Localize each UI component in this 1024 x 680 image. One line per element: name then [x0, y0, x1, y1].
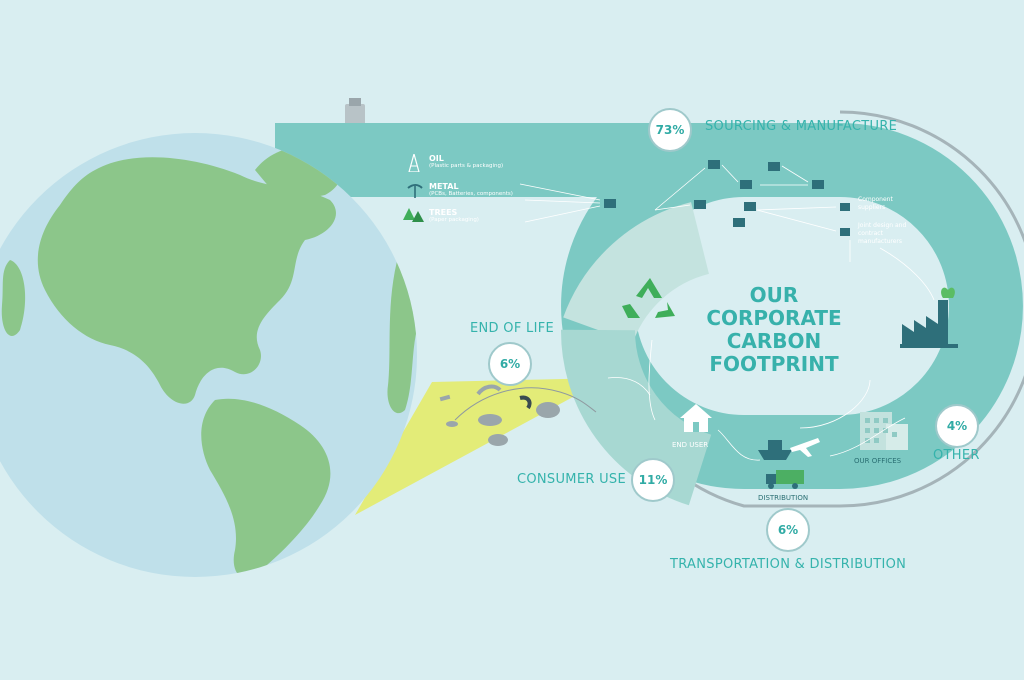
transportation-label: TRANSPORTATION & DISTRIBUTION: [670, 557, 907, 572]
title-line-2: CORPORATE: [706, 306, 842, 330]
end-user-label: END USER: [672, 441, 709, 449]
end-of-life-percent-badge: 6%: [488, 342, 532, 386]
component-suppliers-label: Component suppliers: [858, 196, 893, 211]
source-oil-title: OIL: [429, 154, 444, 163]
supply-factory-icons: [604, 160, 850, 236]
loop-arrows: [607, 339, 906, 461]
our-offices-label: OUR OFFICES: [854, 457, 902, 465]
oil-derrick-icon: [408, 154, 420, 172]
supply-arrows: [519, 164, 935, 301]
distribution-label: DISTRIBUTION: [758, 494, 809, 502]
source-oil-detail: (Plastic parts & packaging): [429, 163, 504, 169]
source-metal-title: METAL: [429, 182, 459, 191]
joint-design-label: Joint design and contract manufacturers: [858, 222, 907, 245]
other-label: OTHER: [933, 448, 980, 463]
source-metal-detail: (PCBs, Batteries, components): [429, 191, 513, 197]
transportation-percent-badge: 6%: [766, 508, 810, 552]
consumer-use-percent-badge: 11%: [631, 458, 675, 502]
factory-icon: [900, 287, 958, 348]
diagram-title: OUR CORPORATE CARBON FOOTPRINT: [706, 284, 842, 376]
footprint-band: [275, 123, 1023, 489]
other-percent-badge: 4%: [935, 404, 979, 448]
source-trees-title: TREES: [429, 208, 458, 217]
sourcing-label: SOURCING & MANUFACTURE: [705, 119, 898, 134]
trees-icon: [403, 208, 424, 222]
house-icon: [680, 404, 712, 432]
truck-icon: [766, 470, 804, 489]
title-line-3: CARBON: [726, 329, 822, 353]
plane-icon: [790, 438, 820, 457]
sourcing-percent-badge: 73%: [648, 108, 692, 152]
consumer-use-label: CONSUMER USE: [517, 472, 626, 487]
consumer-use-segment: [560, 329, 713, 506]
end-of-life-label: END OF LIFE: [470, 321, 554, 336]
end-of-life-segment: [563, 202, 710, 344]
pickaxe-icon: [407, 184, 423, 198]
title-line-1: OUR: [749, 283, 799, 307]
ship-icon: [758, 440, 792, 460]
recycle-icon: [622, 278, 675, 318]
source-trees-detail: (Paper packaging): [429, 217, 479, 223]
end-of-life-debris: [439, 384, 597, 446]
globe-icon: [0, 133, 417, 577]
title-line-4: FOOTPRINT: [709, 352, 839, 376]
